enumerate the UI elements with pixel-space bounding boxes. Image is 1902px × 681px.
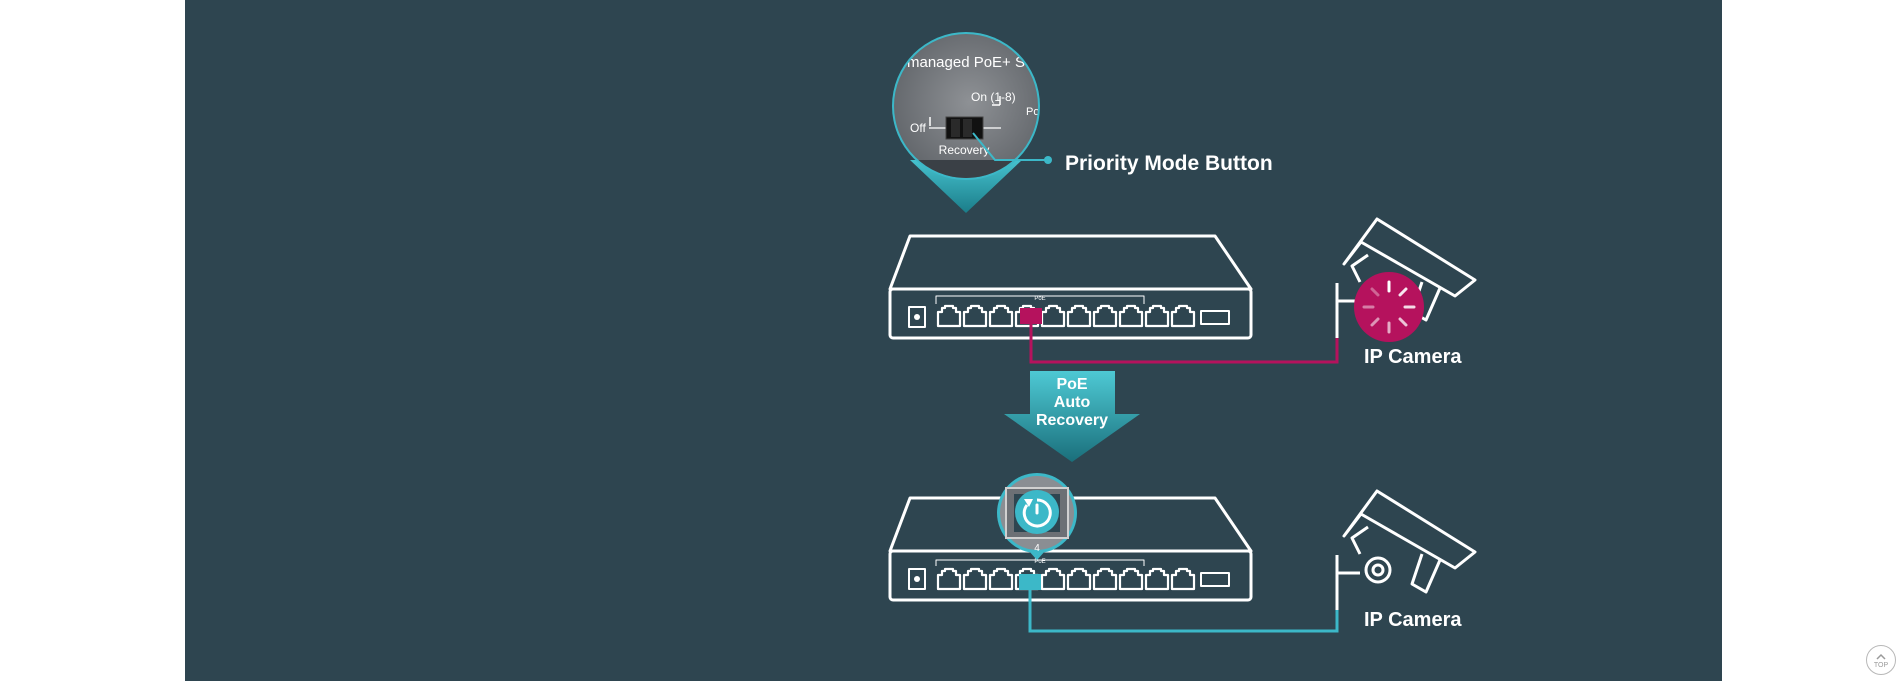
- arrow-line-3: Recovery: [1036, 412, 1108, 429]
- ethernet-port: [1066, 304, 1092, 328]
- switch-bottom-power: [908, 568, 926, 590]
- arrow-line-1: PoE: [1056, 376, 1087, 393]
- switch-top: [888, 234, 1253, 340]
- ip-camera-bottom-label: IP Camera: [1364, 609, 1462, 631]
- switch-bottom-poe-badge: PoE: [1034, 559, 1045, 565]
- camera-bottom: [1335, 489, 1477, 610]
- cable-bottom: [1028, 565, 1339, 633]
- callout-leader-line: [972, 132, 1048, 161]
- port-number-label: 4: [1034, 543, 1040, 554]
- ethernet-port: [936, 304, 962, 328]
- switch-top-ports: [936, 304, 1196, 328]
- port-zoom-bubble: 4: [997, 473, 1077, 560]
- zoom-metal-background: [894, 34, 1038, 178]
- camera-top-housing: [1342, 217, 1477, 298]
- switch-top-lid: [888, 234, 1253, 291]
- switch-top-body: [888, 287, 1253, 340]
- callout-leader-dot: [1044, 156, 1052, 164]
- ethernet-port: [936, 567, 962, 591]
- ethernet-port: [1040, 567, 1066, 591]
- ethernet-port: [988, 304, 1014, 328]
- camera-bottom-lens: [1364, 556, 1392, 584]
- switch-top-active-port: [1020, 308, 1042, 324]
- switch-bottom: [888, 496, 1253, 602]
- zoom-off-text: Off: [910, 121, 926, 135]
- ethernet-port: [1170, 304, 1196, 328]
- ethernet-port: [1144, 567, 1170, 591]
- ip-camera-top-label: IP Camera: [1364, 346, 1462, 368]
- zoom-side-text: Po: [1026, 106, 1039, 118]
- ethernet-port: [988, 567, 1014, 591]
- ethernet-port: [1092, 304, 1118, 328]
- ethernet-port: [962, 567, 988, 591]
- auto-recovery-arrow: [1004, 371, 1140, 462]
- ethernet-port: [1118, 567, 1144, 591]
- switch-bottom-ports: [936, 567, 1196, 591]
- switch-bottom-active-port: [1019, 574, 1041, 590]
- spinner-spokes: [1362, 280, 1416, 334]
- ethernet-port: [1092, 567, 1118, 591]
- camera-bottom-housing: [1342, 489, 1477, 570]
- switch-top-power: [908, 306, 926, 328]
- back-to-top-label: TOP: [1873, 662, 1889, 669]
- ethernet-port: [1118, 304, 1144, 328]
- switch-bottom-body: [888, 549, 1253, 602]
- zoom-on-text: On (1-8): [971, 90, 1016, 104]
- ethernet-port: [1040, 304, 1066, 328]
- zoom-callout: managed PoE+ S On (1-8) Off Recovery Po: [892, 32, 1052, 213]
- ethernet-port: [1170, 567, 1196, 591]
- arrow-line-2: Auto: [1054, 394, 1091, 411]
- zoom-header-text: managed PoE+ S: [907, 54, 1025, 71]
- ethernet-port: [1066, 567, 1092, 591]
- priority-mode-button-label: Priority Mode Button: [1065, 152, 1273, 175]
- ethernet-port: [1144, 304, 1170, 328]
- zoom-recovery-text: Recovery: [939, 143, 990, 157]
- back-to-top-button[interactable]: TOP: [1866, 645, 1896, 675]
- ethernet-port: [962, 304, 988, 328]
- cable-top: [1029, 300, 1339, 364]
- switch-top-poe-badge: PoE: [1034, 296, 1045, 302]
- chevron-up-icon: [1876, 653, 1886, 660]
